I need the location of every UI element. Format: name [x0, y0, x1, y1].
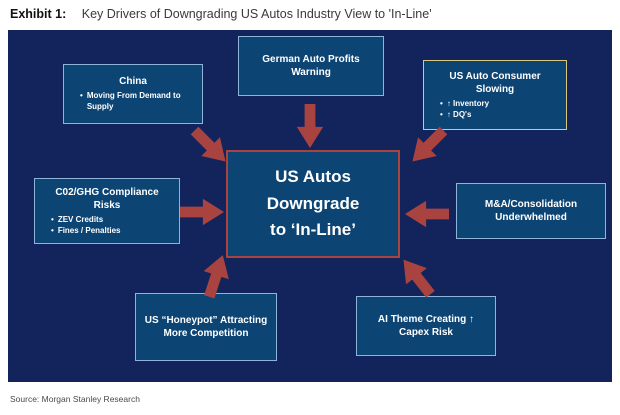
box-bullets: • ZEV Credits • Fines / Penalties	[41, 215, 173, 237]
diagram-panel: German Auto Profits Warning China • Movi…	[8, 30, 612, 382]
box-title: C02/GHG Compliance Risks	[55, 186, 159, 211]
bullet-text: Moving From Demand to Supply	[86, 91, 181, 111]
center-line: Downgrade	[266, 193, 360, 213]
box-center-downgrade: US Autos Downgrade to ‘In-Line’	[226, 150, 400, 258]
box-us-honeypot: US “Honeypot” Attracting More Competitio…	[135, 293, 277, 361]
arrow-left-icon	[405, 199, 449, 229]
bullet-item: • Fines / Penalties	[51, 226, 173, 237]
box-us-auto-consumer: US Auto Consumer Slowing • ↑ Inventory •…	[423, 60, 567, 130]
bullet-item: • ↑ DQ's	[440, 110, 560, 121]
bullet-item: • ↑ Inventory	[440, 99, 560, 110]
box-title: M&A/Consolidation Underwhelmed	[484, 199, 578, 223]
box-title: US “Honeypot” Attracting More Competitio…	[144, 315, 268, 339]
bullet-text: Fines / Penalties	[57, 225, 121, 235]
exhibit-label: Exhibit 1:	[10, 7, 67, 21]
exhibit-title: Key Drivers of Downgrading US Autos Indu…	[81, 7, 432, 21]
exhibit-header: Exhibit 1: Key Drivers of Downgrading US…	[10, 7, 432, 21]
center-line: to ‘In-Line’	[270, 220, 356, 240]
box-co2-ghg-compliance: C02/GHG Compliance Risks • ZEV Credits •…	[34, 178, 180, 244]
box-china: China • Moving From Demand to Supply	[63, 64, 203, 124]
box-german-auto-profits: German Auto Profits Warning	[238, 36, 384, 96]
box-title: China	[119, 76, 147, 88]
bullet-text: ↑ Inventory	[446, 98, 490, 108]
bullet-dot: •	[51, 214, 54, 224]
bullet-item: • Moving From Demand to Supply	[80, 91, 196, 113]
bullet-dot: •	[80, 91, 83, 101]
box-title: US Auto Consumer Slowing	[449, 70, 541, 95]
box-title: AI Theme Creating ↑ Capex Risk	[377, 314, 475, 338]
center-line: US Autos	[275, 167, 351, 187]
bullet-item: • ZEV Credits	[51, 215, 173, 226]
bullet-text: ZEV Credits	[57, 214, 104, 224]
bullet-dot: •	[440, 98, 443, 108]
box-bullets: • Moving From Demand to Supply	[70, 91, 196, 113]
bullet-dot: •	[51, 225, 54, 235]
box-ma-consolidation: M&A/Consolidation Underwhelmed	[456, 183, 606, 239]
arrow-down-icon	[295, 104, 325, 148]
box-ai-theme: AI Theme Creating ↑ Capex Risk	[356, 296, 496, 356]
arrow-right-icon	[180, 198, 224, 226]
source-note: Source: Morgan Stanley Research	[10, 394, 140, 404]
box-bullets: • ↑ Inventory • ↑ DQ's	[430, 99, 560, 121]
bullet-dot: •	[440, 109, 443, 119]
box-title: German Auto Profits Warning	[262, 54, 360, 78]
bullet-text: ↑ DQ's	[446, 109, 472, 119]
